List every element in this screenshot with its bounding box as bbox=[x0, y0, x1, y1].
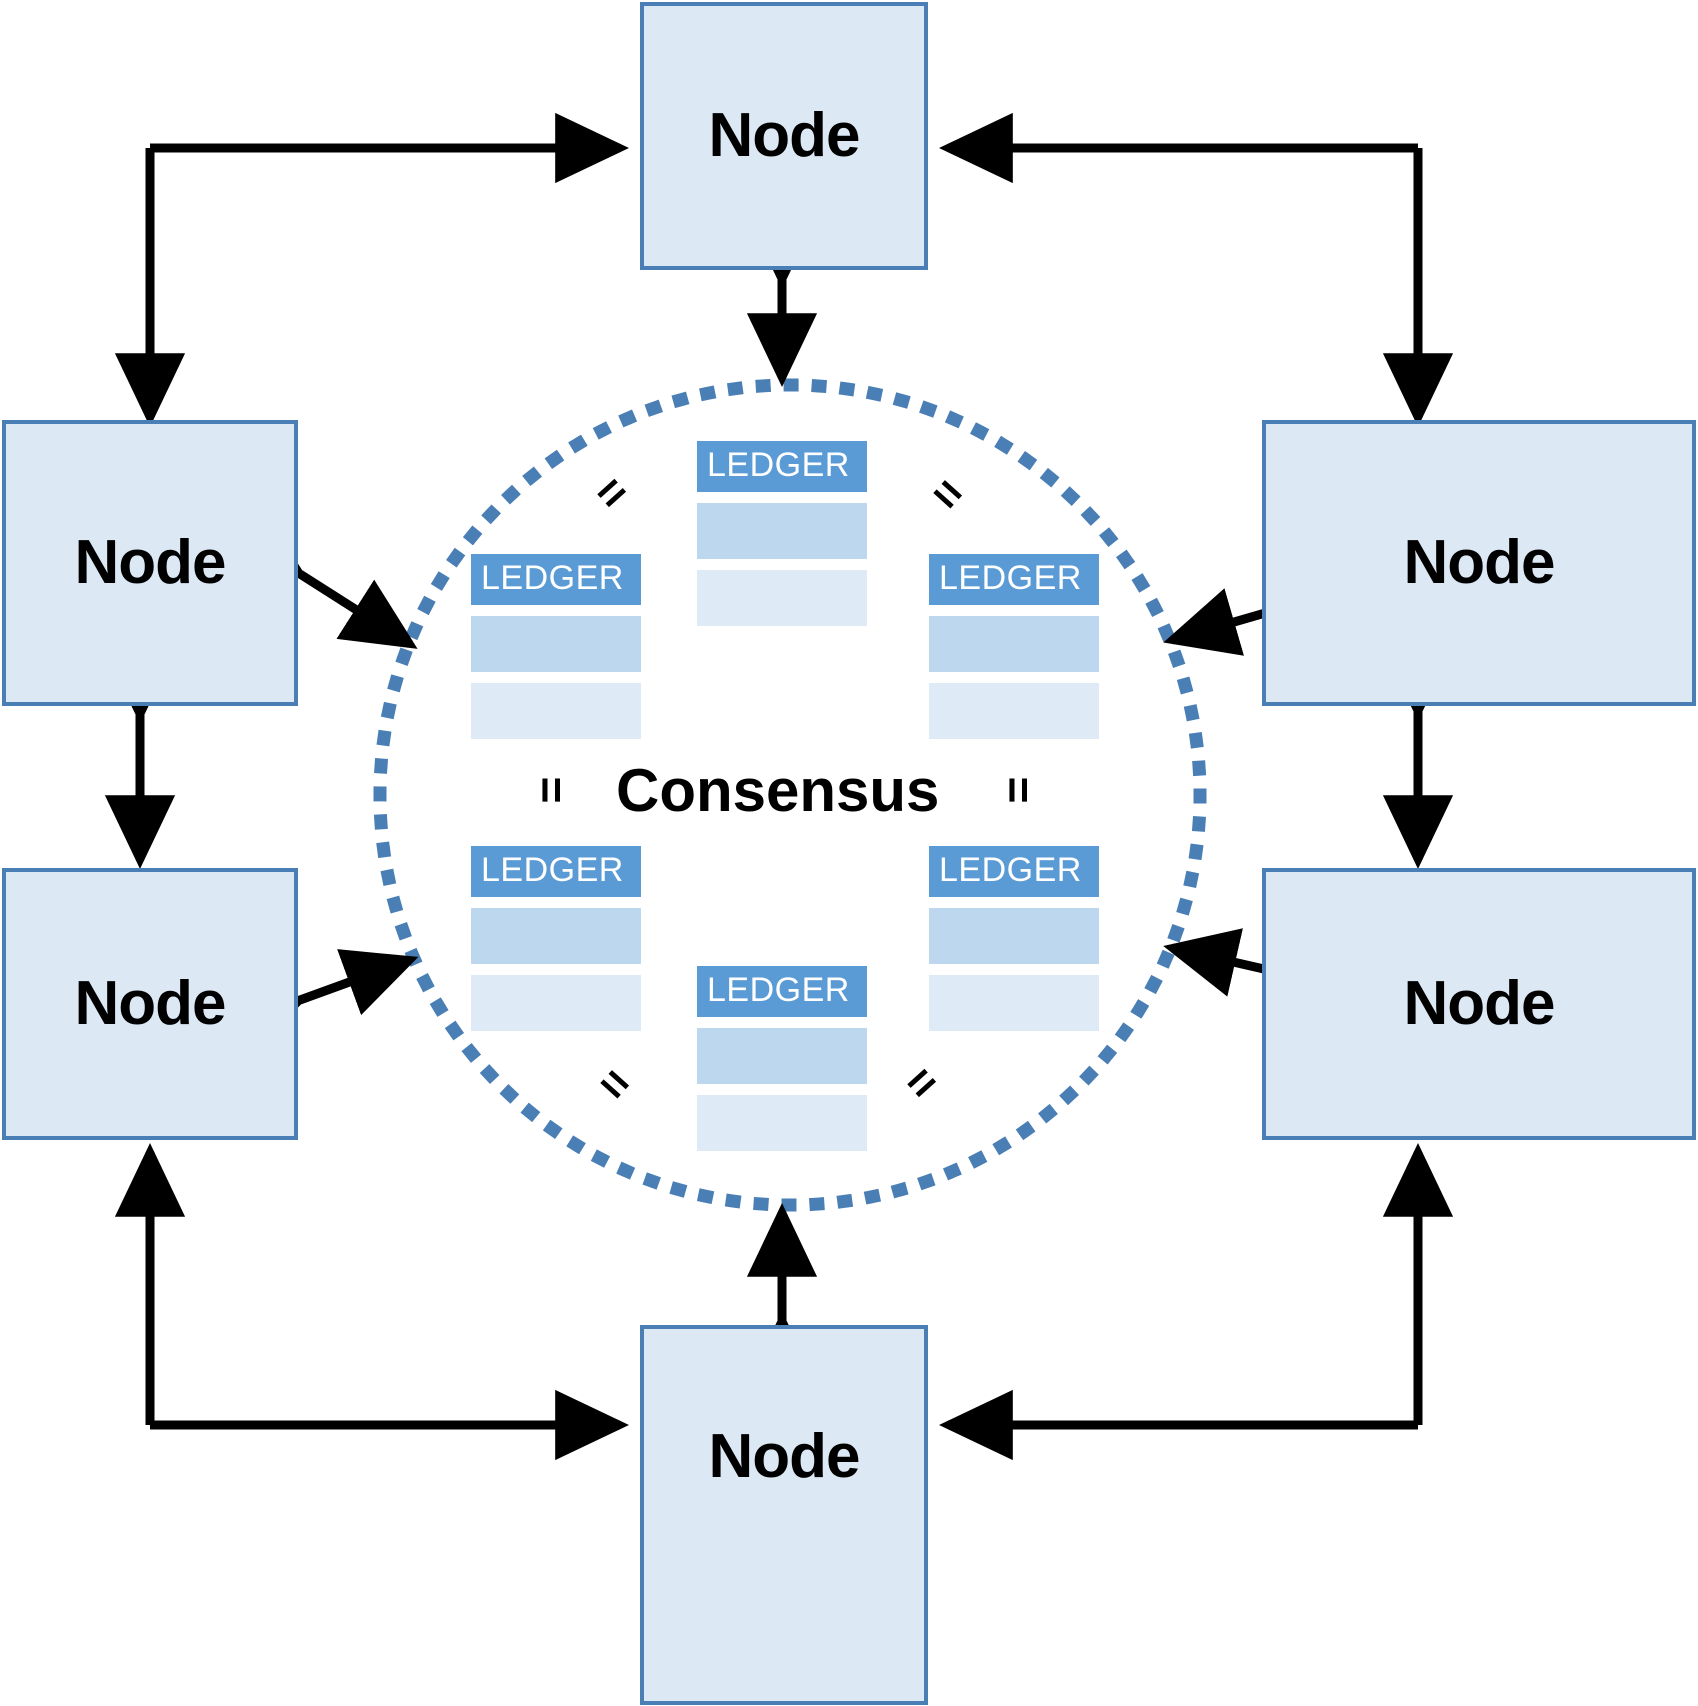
ledger-header: LEDGER bbox=[471, 554, 641, 606]
consensus-label: Consensus bbox=[616, 757, 940, 824]
equals-sign-mid-right-icon: = bbox=[991, 778, 1044, 804]
node-label: Node bbox=[1403, 969, 1556, 1038]
ledger-card-upper-right[interactable]: LEDGER bbox=[929, 554, 1099, 740]
node-box-left-upper[interactable]: Node bbox=[2, 420, 298, 706]
ledger-header: LEDGER bbox=[697, 441, 867, 493]
arrow-perimeter-top-right bbox=[938, 112, 1454, 428]
arrow-perimeter-bottom-right bbox=[938, 1142, 1454, 1461]
ledger-row-2 bbox=[929, 683, 1099, 740]
ledger-card-top[interactable]: LEDGER bbox=[697, 441, 867, 627]
arrow-perimeter-bottom-left bbox=[114, 1142, 630, 1461]
ledger-header: LEDGER bbox=[929, 554, 1099, 606]
node-label: Node bbox=[74, 528, 227, 597]
ledger-row-2 bbox=[929, 975, 1099, 1032]
equals-sign-mid-left-icon: = bbox=[524, 778, 577, 804]
ledger-row-2 bbox=[471, 683, 641, 740]
ledger-row-1 bbox=[471, 908, 641, 965]
ledger-header: LEDGER bbox=[929, 846, 1099, 898]
ledger-row-1 bbox=[697, 1028, 867, 1085]
ledger-row-1 bbox=[929, 616, 1099, 673]
node-box-right-upper[interactable]: Node bbox=[1262, 420, 1696, 706]
ledger-card-bottom[interactable]: LEDGER bbox=[697, 966, 867, 1152]
node-box-left-lower[interactable]: Node bbox=[2, 868, 298, 1140]
ledger-header: LEDGER bbox=[471, 846, 641, 898]
ledger-header: LEDGER bbox=[697, 966, 867, 1018]
node-label: Node bbox=[74, 969, 227, 1038]
arrow-circle-to-node-left-upper bbox=[226, 509, 418, 649]
ledger-row-1 bbox=[471, 616, 641, 673]
node-box-right-lower[interactable]: Node bbox=[1262, 868, 1696, 1140]
ledger-card-lower-left[interactable]: LEDGER bbox=[471, 846, 641, 1032]
ledger-row-1 bbox=[929, 908, 1099, 965]
node-box-top[interactable]: Node bbox=[640, 2, 928, 270]
node-box-bottom[interactable]: Node bbox=[640, 1325, 928, 1705]
node-label: Node bbox=[1403, 528, 1556, 597]
ledger-row-2 bbox=[697, 570, 867, 627]
ledger-card-lower-right[interactable]: LEDGER bbox=[929, 846, 1099, 1032]
ledger-row-2 bbox=[697, 1095, 867, 1152]
node-label: Node bbox=[708, 1422, 861, 1491]
arrow-circle-to-node-left-lower bbox=[227, 949, 419, 1056]
ledger-card-upper-left[interactable]: LEDGER bbox=[471, 554, 641, 740]
ledger-row-2 bbox=[471, 975, 641, 1032]
arrow-perimeter-top-left bbox=[114, 112, 630, 428]
ledger-row-1 bbox=[697, 503, 867, 560]
node-label: Node bbox=[708, 101, 861, 170]
